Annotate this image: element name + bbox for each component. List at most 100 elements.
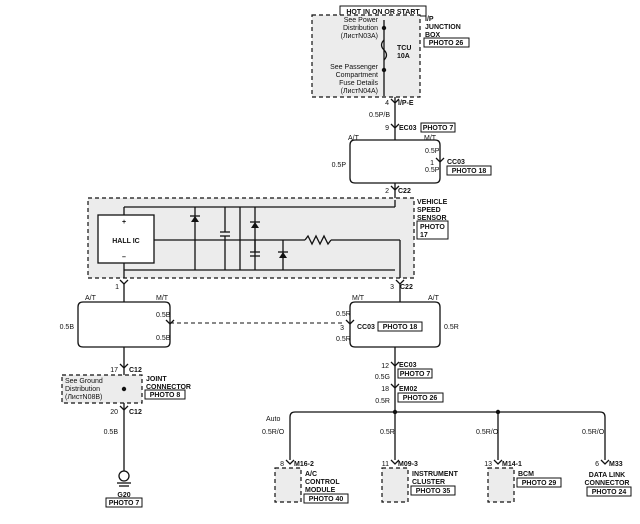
left-merge <box>77 341 171 348</box>
hall-ic-minus: – <box>122 254 126 261</box>
ground-name: G20 <box>117 492 130 499</box>
bcm-photo-box <box>516 477 562 488</box>
left-at-wire-label: 0.5B <box>60 324 75 331</box>
top-mt-label: M/T <box>424 135 437 142</box>
right-at-wire-label: 0.5R <box>444 324 459 331</box>
c22-left-connector-symbol <box>119 279 129 285</box>
joint-title-2: CONNECTOR <box>146 384 191 391</box>
hall-ic-label: HALL IC <box>112 238 139 245</box>
top-at-label: A/T <box>348 135 360 142</box>
cluster-pin: 11 <box>382 461 389 468</box>
cluster-conn: M09-3 <box>398 461 418 468</box>
fuse-ref-4: (ЛистN04A) <box>341 88 378 95</box>
top-mt-wire-label: 0.5P <box>425 148 440 155</box>
bcm-photo: PHOTO 29 <box>522 480 557 487</box>
cc03-bot-photo-box <box>377 321 423 332</box>
right-wire-g: 0.5G <box>375 374 390 381</box>
ac-conn: M16-2 <box>294 461 314 468</box>
ec03-bot-photo: PHOTO 7 <box>400 371 431 378</box>
ground-icon <box>117 445 131 487</box>
cc03-top-label: CC03 <box>447 159 465 166</box>
ec03-label: EC03 <box>399 125 417 132</box>
resistor <box>304 234 332 246</box>
left-mt-label: M/T <box>156 295 169 302</box>
fuse-ref-1: See Passenger <box>330 64 379 71</box>
junction-title-3: BOX <box>425 32 441 39</box>
c22-right-pin: 3 <box>390 284 394 291</box>
ec03-photo-box <box>420 122 456 133</box>
em02-connector-symbol <box>390 383 400 389</box>
em02-label: EM02 <box>399 386 417 393</box>
dlc-wire-label: 0.5R/O <box>582 429 605 436</box>
c22-top-pin: 2 <box>385 188 389 195</box>
c22-right-label: C22 <box>400 284 413 291</box>
cluster-photo-box <box>410 485 456 496</box>
fuse-ref-2: Compartment <box>336 72 378 79</box>
dlc-conn: M33 <box>609 461 623 468</box>
ground-ref-3: (ЛистN08B) <box>65 394 102 401</box>
hot-in-header: HOT IN ON OR START <box>346 9 420 16</box>
cluster-name-2: CLUSTER <box>412 479 445 486</box>
dlc-connector-symbol <box>600 459 610 465</box>
junction-photo-box <box>423 37 470 48</box>
capacitor-1 <box>220 207 230 270</box>
sensor-photo-1: PHOTO <box>420 224 445 231</box>
dlc-name-2: CONNECTOR <box>585 480 630 487</box>
left-mt-wire-top: 0.5B <box>156 312 171 319</box>
fuse-ref-3: Fuse Details <box>339 80 378 87</box>
junction-title-1: I/P <box>425 16 434 23</box>
top-wiring: 4 I/P-E 0.5P/B 9 EC03 PHOTO 7 A/T M/T 0.… <box>332 97 492 200</box>
fuse-name: TCU <box>397 45 411 52</box>
c22-top-label: C22 <box>398 188 411 195</box>
ipe-label: I/P-E <box>398 100 414 107</box>
bcm-conn: M14-1 <box>502 461 522 468</box>
sensor-title-1: VEHICLE <box>417 199 448 206</box>
ground-wire-label: 0.5B <box>104 429 119 436</box>
right-branch: M/T A/T 0.5R 0.5R 3 CC03 PHOTO 18 0.5R 1… <box>336 284 459 412</box>
left-at-label: A/T <box>85 295 97 302</box>
wire-1-label: 0.5P/B <box>369 112 390 119</box>
left-mt-wire-bot: 0.5B <box>156 335 171 342</box>
joint-title-1: JOINT <box>146 376 167 383</box>
c12-bot-connector-symbol <box>119 405 129 411</box>
ac-module-box <box>274 467 302 503</box>
ec03-connector-symbol <box>390 123 400 129</box>
at-mt-split-top <box>349 139 441 148</box>
module-bus: Auto 0.5R/O 8 M16-2 A/C CONTROL MODULE P… <box>262 409 632 504</box>
left-mt-connector-symbol <box>165 319 175 325</box>
em02-pin: 18 <box>381 386 389 393</box>
joint-photo-box <box>144 389 186 400</box>
cluster-module-box <box>381 467 409 503</box>
cc03-bot-pin: 3 <box>340 325 344 332</box>
c22-left-pin: 1 <box>115 284 119 291</box>
c12-bot-label: C12 <box>129 409 142 416</box>
zener-diode-2 <box>250 207 260 270</box>
ec03-photo: PHOTO 7 <box>423 125 454 132</box>
cc03-top-pin: 1 <box>430 160 434 167</box>
c12-top-connector-symbol <box>119 363 129 369</box>
bcm-pin: 13 <box>484 461 492 468</box>
c12-bot-pin: 20 <box>110 409 118 416</box>
ground-photo-box <box>105 497 143 508</box>
dlc-pin: 6 <box>595 461 599 468</box>
ac-wire-label: 0.5R/O <box>262 429 285 436</box>
junction-box: HOT IN ON OR START I/P JUNCTION BOX PHOT… <box>311 5 470 98</box>
left-branch: A/T M/T 0.5B 0.5B 0.5B 17 C12 See Ground… <box>60 284 345 508</box>
c12-top-label: C12 <box>129 367 142 374</box>
power-ref-1: See Power <box>344 17 379 24</box>
cc03-bot-connector-symbol <box>345 319 355 325</box>
hall-ic-plus: + <box>122 219 126 226</box>
ec03-pin: 9 <box>385 125 389 132</box>
ground-photo: PHOTO 7 <box>109 500 140 507</box>
dlc-photo: PHOTO 24 <box>592 489 627 496</box>
sensor-title-3: SENSOR <box>417 215 447 222</box>
capacitor-2 <box>250 240 260 257</box>
power-ref-2: Distribution <box>343 25 378 32</box>
wire-2-label: 0.5P <box>425 167 440 174</box>
sensor-title-2: SPEED <box>417 207 441 214</box>
ec03-bot-pin: 12 <box>381 363 389 370</box>
fuse-ref-dot <box>381 67 387 73</box>
cluster-name-1: INSTRUMENT <box>412 471 459 478</box>
em02-photo: PHOTO 26 <box>403 395 438 402</box>
